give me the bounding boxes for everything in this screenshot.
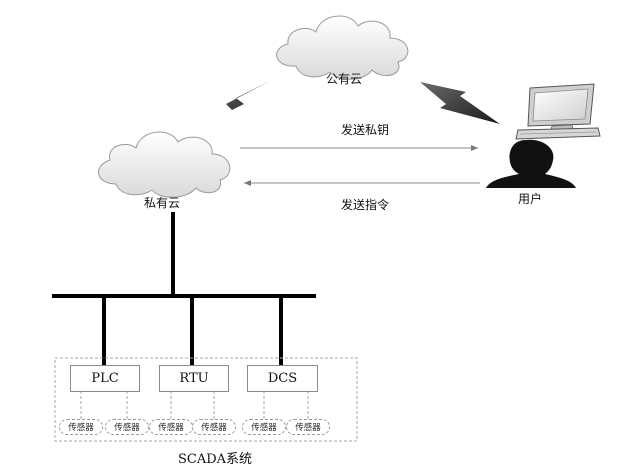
sensor-2: 传感器 (105, 419, 149, 435)
rtu-box: RTU (159, 365, 229, 392)
private-cloud-label: 私有云 (144, 196, 181, 210)
lightning-bolt-right-icon (420, 82, 500, 124)
dcs-box: DCS (247, 365, 318, 392)
send-key-label: 发送私钥 (341, 123, 390, 137)
monitor-icon (515, 83, 601, 140)
sensor-4: 传感器 (192, 419, 236, 435)
sensor-3: 传感器 (149, 419, 193, 435)
scada-system-label: SCADA系统 (178, 452, 253, 467)
user-label: 用户 (518, 192, 543, 206)
send-command-label: 发送指令 (341, 198, 390, 212)
plc-box: PLC (70, 365, 140, 392)
sensor-1: 传感器 (59, 419, 103, 435)
user-silhouette-icon (486, 139, 576, 188)
private-cloud-icon (98, 131, 231, 198)
sensor-connectors (80, 391, 309, 419)
public-cloud-icon (276, 15, 409, 80)
sensor-5: 传感器 (242, 419, 286, 435)
sensor-6: 传感器 (286, 419, 330, 435)
lightning-bolt-left-icon (196, 80, 272, 128)
public-cloud-label: 公有云 (326, 72, 363, 86)
scada-container (54, 357, 358, 442)
